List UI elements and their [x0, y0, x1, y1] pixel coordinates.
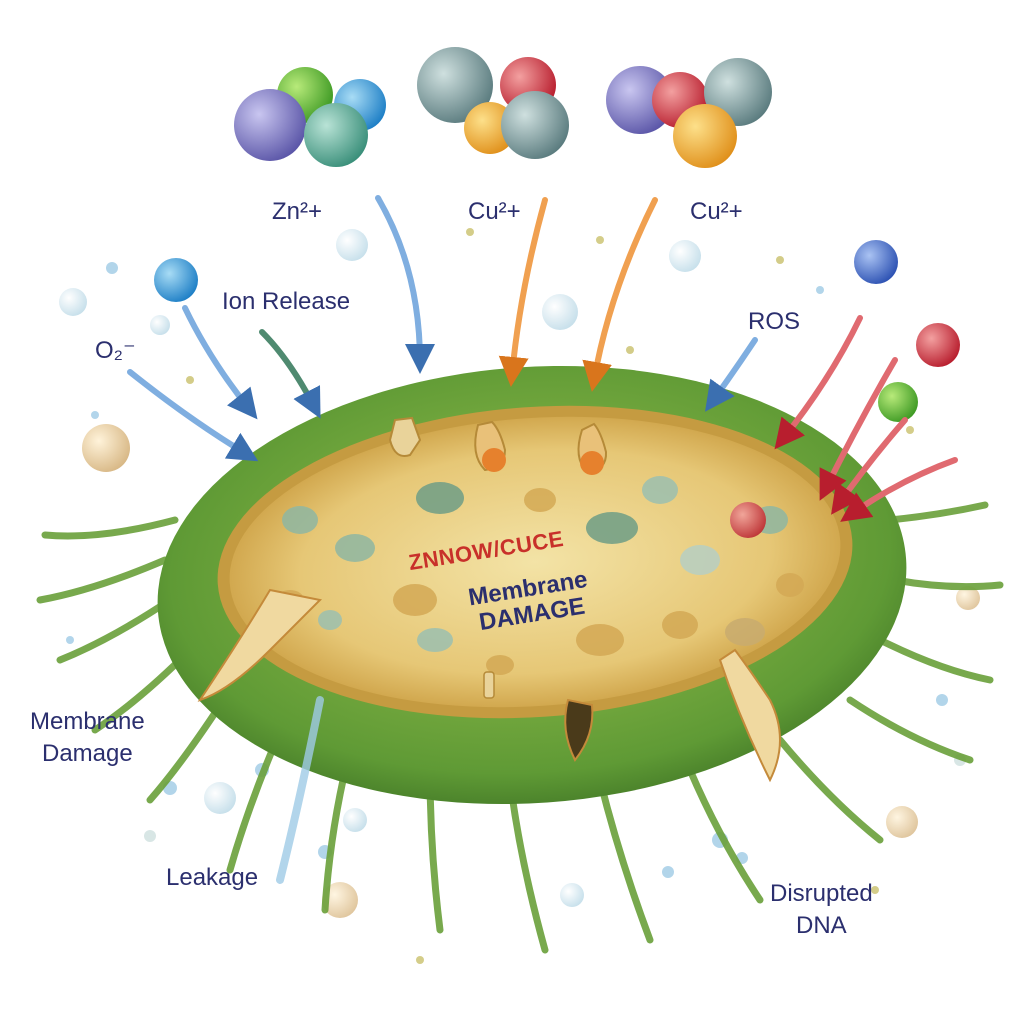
- label-zn-ion: Zn²+: [272, 198, 323, 225]
- label-ion-release: Ion Release: [222, 288, 351, 315]
- particle-green-right: [878, 382, 918, 422]
- cell-contents: [276, 476, 804, 675]
- bacterial-cell: [157, 365, 907, 805]
- label-membrane-damage-left-line2: Damage: [42, 740, 133, 767]
- nanoparticle-cluster-cu-1: [417, 47, 569, 159]
- label-ros: ROS: [748, 308, 801, 335]
- label-membrane-damage-left: Membrane Damage: [30, 706, 145, 770]
- membrane-pores: [197, 416, 781, 783]
- label-disrupted-line2: DNA: [796, 912, 847, 939]
- label-leakage: Leakage: [166, 864, 259, 891]
- particle-blue-left: [154, 258, 198, 302]
- nanoparticle-cluster-cu-2: [606, 58, 772, 168]
- particle-royal-right: [854, 240, 898, 284]
- particle-red-right: [916, 323, 960, 367]
- nanoparticle-cluster-zn: [234, 67, 386, 167]
- arrows: [127, 195, 958, 884]
- label-disrupted-dna: Disrupted DNA: [770, 878, 873, 942]
- label-cu-ion-2: Cu²+: [690, 198, 743, 225]
- label-cu-ion-1: Cu²+: [468, 198, 521, 225]
- label-membrane-damage-left-line1: Membrane: [30, 708, 145, 735]
- label-superoxide: O₂⁻: [95, 337, 136, 364]
- particle-cream-left: [82, 424, 130, 472]
- label-disrupted-line1: Disrupted: [770, 880, 873, 907]
